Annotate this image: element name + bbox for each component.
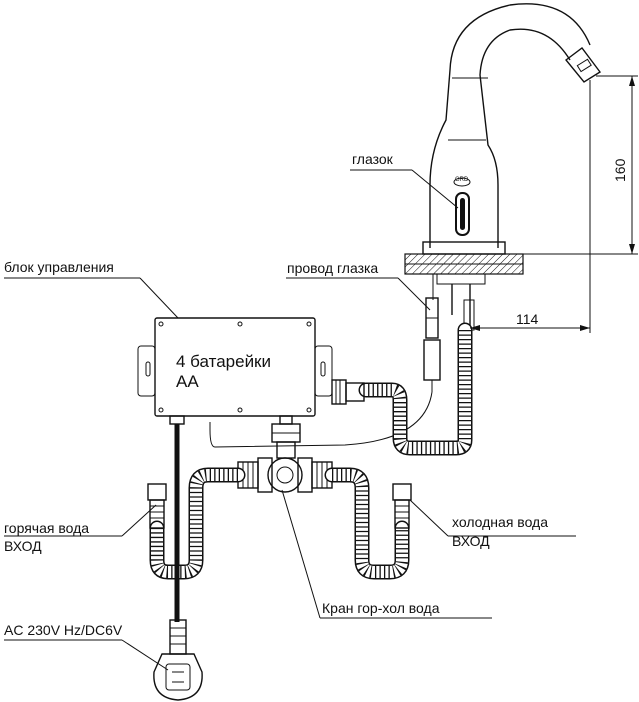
leader-power	[4, 639, 169, 671]
hot-water-label-line2: ВХОД	[4, 538, 42, 554]
countertop	[404, 253, 524, 275]
hot-water-label-line1: горячая вода	[4, 520, 90, 536]
cold-water-label-line2: ВХОД	[452, 533, 490, 549]
dimension-reach	[470, 80, 591, 333]
hot-water-inlet-fitting	[147, 483, 167, 529]
valve-outlet-pipe	[271, 415, 301, 459]
eye-label: глазок	[352, 151, 393, 167]
leader-hot-water	[4, 504, 157, 537]
hot-water-hose	[149, 467, 246, 580]
eye-sensor	[455, 192, 470, 236]
leader-eye-wire	[286, 277, 431, 311]
faucet	[422, 3, 602, 255]
logo-text: GRD	[455, 177, 469, 183]
cold-water-inlet-fitting	[392, 483, 412, 529]
dimension-reach-value: 114	[516, 311, 539, 327]
leader-control-unit	[4, 277, 179, 319]
dimension-height-value: 160	[612, 158, 628, 182]
leader-mixing-valve	[281, 489, 492, 619]
dimension-height	[523, 75, 638, 255]
leader-eye	[350, 169, 459, 209]
batteries-label-line2: АА	[176, 372, 199, 391]
brand-logo	[453, 177, 471, 187]
power-cable	[169, 424, 187, 655]
mixing-valve-label: Кран гор-хол вода	[322, 600, 440, 616]
control-unit	[137, 317, 365, 425]
eye-wire-label: провод глазка	[287, 260, 379, 276]
eye-wire-connector	[209, 274, 441, 448]
control-unit-label: блок управления	[4, 259, 114, 275]
power-plug	[153, 653, 203, 701]
cold-water-label-line1: холодная вода	[452, 514, 548, 530]
cold-water-hose	[324, 467, 410, 580]
batteries-label-line1: 4 батарейки	[176, 352, 271, 371]
mixing-valve	[237, 457, 333, 493]
mounting-studs	[436, 273, 486, 331]
leader-cold-water	[409, 499, 576, 537]
outlet-hose	[358, 322, 473, 456]
power-label: AC 230V Hz/DC6V	[4, 622, 123, 638]
